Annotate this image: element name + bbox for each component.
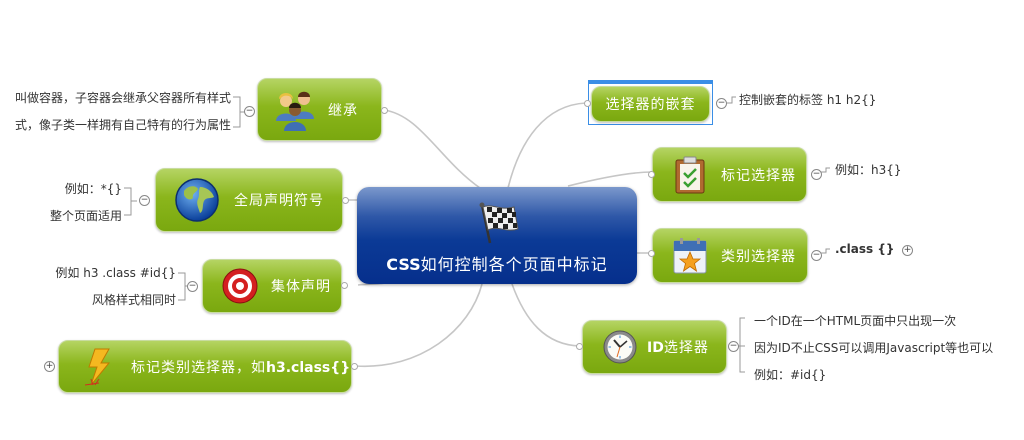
topic-tag-selector[interactable]: 标记选择器 bbox=[652, 147, 807, 202]
note-id-2: 因为ID不止CSS可以调用Javascript等也可以 bbox=[754, 341, 994, 355]
lightning-icon bbox=[84, 348, 111, 385]
note-tag-selector: 例如：h3{} bbox=[835, 163, 902, 177]
connector-knob[interactable] bbox=[576, 343, 583, 350]
collapse-toggle[interactable]: − bbox=[244, 106, 255, 117]
calendar-star-icon bbox=[673, 237, 707, 273]
topic-label: 选择器的嵌套 bbox=[605, 97, 696, 113]
target-icon bbox=[222, 268, 258, 304]
connector-knob[interactable] bbox=[648, 250, 655, 257]
central-title-rest: 如何控制各个页面中标记 bbox=[420, 255, 608, 274]
topic-tag-class[interactable]: 标记类别选择器，如h3.class{} bbox=[58, 340, 352, 393]
label-code: h3.class{} bbox=[266, 359, 351, 376]
people-group-icon bbox=[276, 91, 314, 131]
topic-label: 类别选择器 bbox=[721, 248, 796, 265]
connector-knob[interactable] bbox=[351, 363, 358, 370]
topic-id-selector[interactable]: ID选择器 bbox=[582, 320, 727, 374]
expand-toggle[interactable]: + bbox=[44, 361, 55, 372]
label-prefix: 标记类别选择器，如 bbox=[131, 359, 266, 376]
topic-label: 继承 bbox=[328, 102, 358, 119]
topic-global[interactable]: 全局声明符号 bbox=[155, 168, 343, 232]
central-title-prefix: CSS bbox=[386, 255, 421, 274]
topic-nesting[interactable]: 选择器的嵌套 bbox=[591, 86, 710, 122]
collapse-toggle[interactable]: − bbox=[728, 341, 739, 352]
collapse-toggle[interactable]: − bbox=[716, 98, 727, 109]
label-text: 选择器 bbox=[663, 340, 709, 356]
topic-group[interactable]: 集体声明 bbox=[202, 259, 342, 313]
note-global-1: 例如：*{} bbox=[65, 180, 122, 197]
central-topic-title: CSS如何控制各个页面中标记 bbox=[357, 251, 637, 275]
topic-label: 集体声明 bbox=[271, 279, 331, 295]
central-topic[interactable]: CSS如何控制各个页面中标记 bbox=[357, 187, 637, 284]
collapse-toggle[interactable]: − bbox=[139, 195, 150, 206]
note-inheritance-1: 叫做容器，子容器会继承父容器所有样式 bbox=[14, 91, 231, 105]
note-global-2: 整个页面适用 bbox=[49, 209, 122, 223]
selection-handle-bar[interactable] bbox=[588, 80, 713, 84]
checkered-flag-icon bbox=[479, 202, 519, 244]
note-group-1: 例如 h3 .class #id{} bbox=[55, 266, 176, 280]
collapse-toggle[interactable]: − bbox=[187, 281, 198, 292]
topic-class-selector[interactable]: 类别选择器 bbox=[652, 228, 808, 283]
clipboard-check-icon bbox=[675, 156, 705, 193]
topic-label: ID选择器 bbox=[647, 337, 709, 357]
clock-icon bbox=[603, 330, 637, 364]
note-text: 例如：*{} bbox=[64, 182, 122, 196]
topic-label: 标记选择器 bbox=[721, 167, 796, 184]
topic-inheritance[interactable]: 继承 bbox=[257, 78, 382, 141]
note-nesting: 控制嵌套的标签 h1 h2{} bbox=[739, 93, 877, 107]
topic-label: 标记类别选择器，如h3.class{} bbox=[131, 357, 350, 377]
connector-knob[interactable] bbox=[584, 100, 591, 107]
note-group-2: 风格样式相同时 bbox=[91, 293, 176, 307]
label-code: ID bbox=[647, 340, 664, 356]
collapse-toggle[interactable]: − bbox=[811, 250, 822, 261]
note-inheritance-2: 式，像子类一样拥有自己特有的行为属性 bbox=[14, 118, 231, 132]
note-id-1: 一个ID在一个HTML页面中只出现一次 bbox=[754, 314, 957, 328]
connector-knob[interactable] bbox=[341, 282, 348, 289]
connector-knob[interactable] bbox=[381, 107, 388, 114]
note-class-selector: .class {} bbox=[835, 242, 895, 256]
collapse-toggle[interactable]: − bbox=[811, 169, 822, 180]
note-id-3: 例如：#id{} bbox=[754, 368, 827, 382]
connector-knob[interactable] bbox=[648, 171, 655, 178]
connector-knob[interactable] bbox=[342, 197, 349, 204]
expand-toggle[interactable]: + bbox=[902, 245, 913, 256]
topic-label: 全局声明符号 bbox=[234, 193, 324, 209]
globe-icon bbox=[175, 178, 219, 222]
